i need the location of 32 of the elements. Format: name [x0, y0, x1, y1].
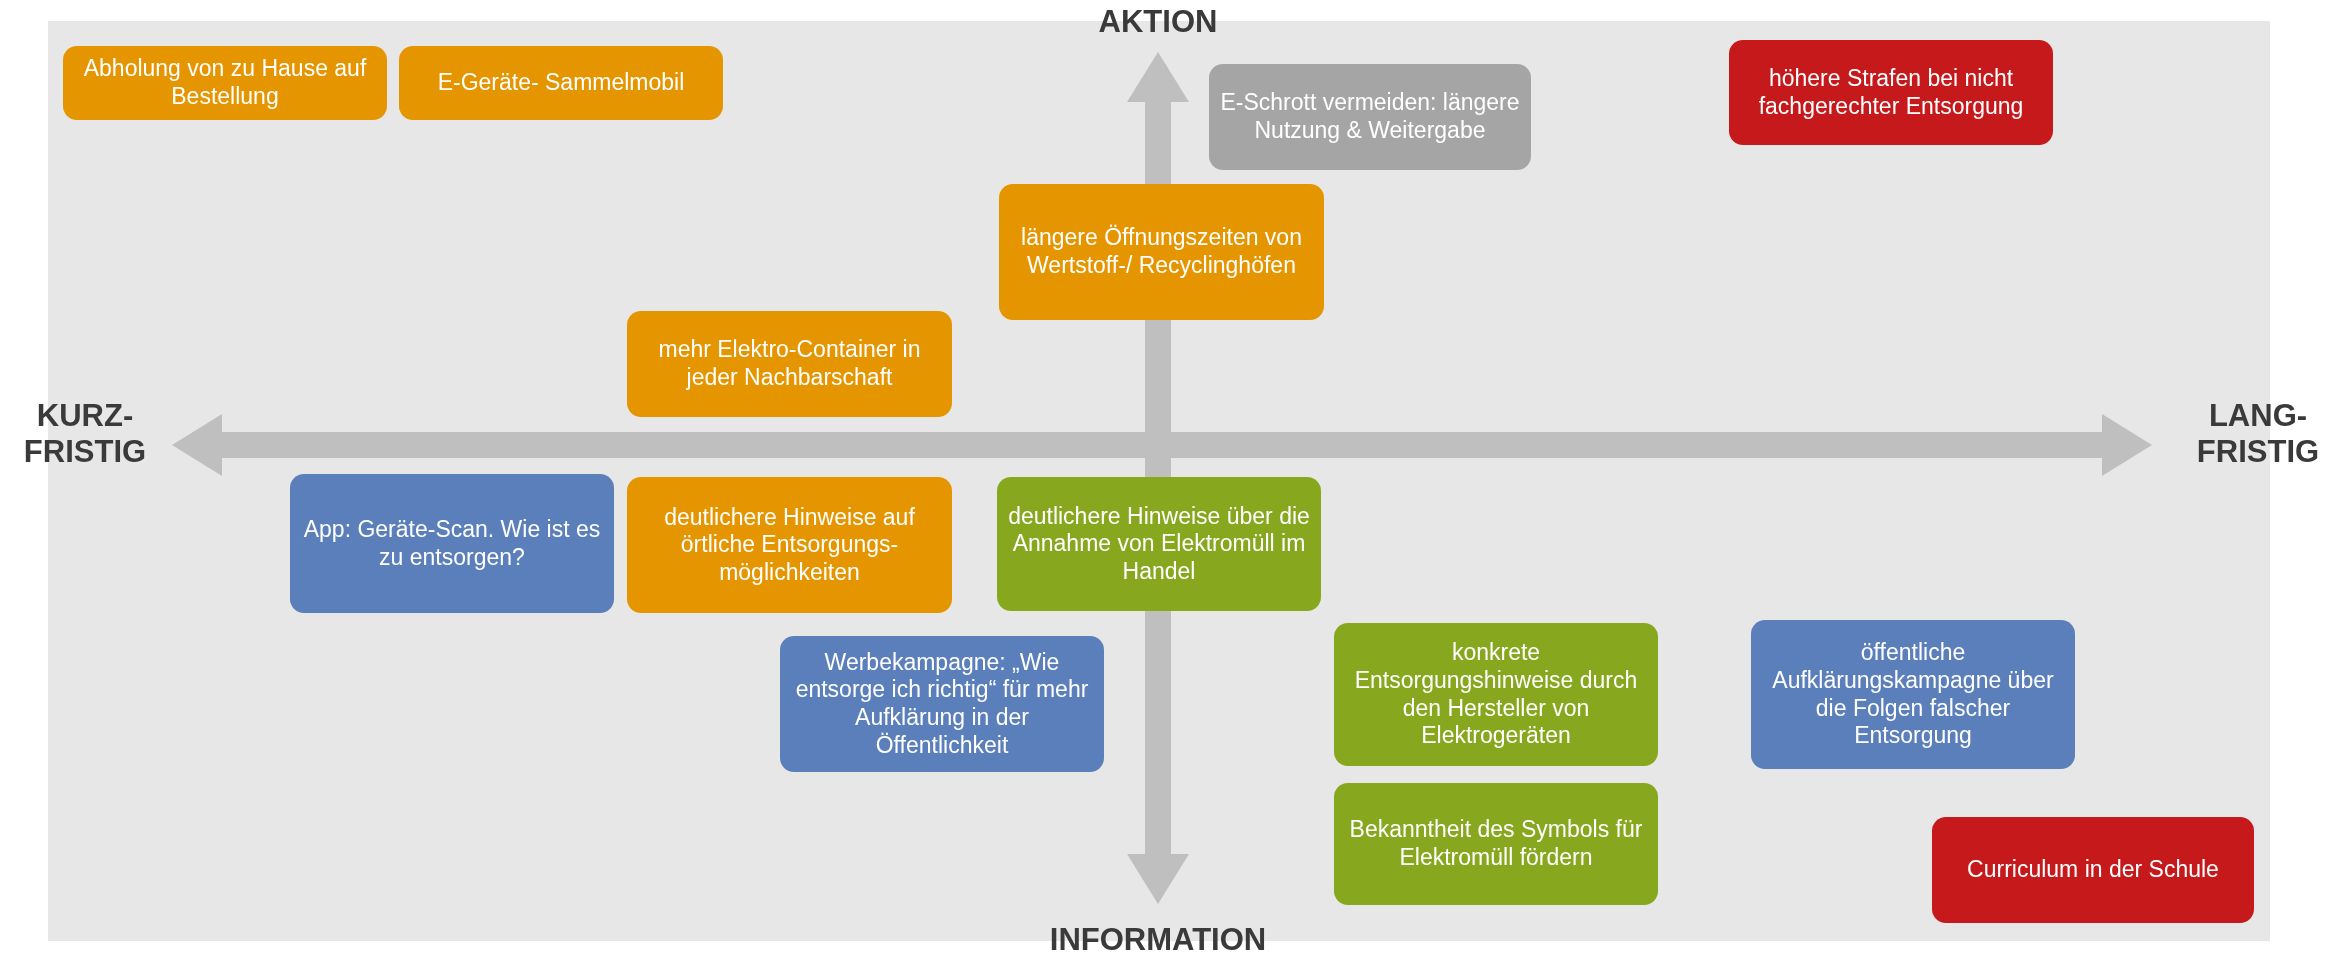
card-text: Werbekampagne: „Wie entsorge ich richtig“ für mehr Aufklärung in der Öffentlichkeit	[794, 648, 1090, 760]
card-text: deutlichere Hinweise über die Annahme von Elektromüll im Handel	[1007, 502, 1311, 586]
measure-card	[290, 474, 614, 613]
measure-card	[999, 184, 1324, 320]
measure-card	[63, 46, 387, 120]
axis-label: KURZ- FRISTIG	[22, 398, 148, 470]
card-text: Curriculum in der Schule	[1967, 856, 2219, 884]
card-text: App: Geräte-Scan. Wie ist es zu entsorgen?	[302, 515, 602, 572]
measure-card	[1209, 64, 1531, 170]
axis-label: LANG- FRISTIG	[2195, 398, 2321, 470]
card-text: längere Öffnungszeiten von Wertstoff-/ Recyclinghöfen	[1020, 224, 1303, 280]
measure-card	[997, 477, 1321, 611]
card-text: öffentliche Aufklärungskampagne über die Folgen falscher Entsorgung	[1771, 639, 2055, 750]
measure-card	[1334, 623, 1658, 766]
measure-card	[1729, 40, 2053, 145]
card-text: E-Schrott vermeiden: längere Nutzung & Weitergabe	[1219, 89, 1521, 145]
axis-label: INFORMATION	[1048, 922, 1268, 958]
measure-card	[780, 636, 1104, 772]
measure-card	[399, 46, 723, 120]
card-text: E-Geräte- Sammelmobil	[437, 69, 685, 97]
card-text: Abholung von zu Hause auf Bestellung	[82, 55, 368, 111]
axis-label: AKTION	[1097, 4, 1219, 40]
card-text: konkrete Entsorgungshinweise durch den Hersteller von Elektrogeräten	[1353, 639, 1639, 750]
measure-card	[1334, 783, 1658, 905]
measure-card	[627, 311, 952, 417]
measure-card	[1751, 620, 2075, 769]
measure-card	[627, 477, 952, 613]
card-text: Bekanntheit des Symbols für Elektromüll fördern	[1348, 816, 1644, 872]
card-text: mehr Elektro-Container in jeder Nachbarschaft	[657, 336, 922, 392]
card-text: höhere Strafen bei nicht fachgerechter Entsorgung	[1757, 64, 2025, 121]
measure-card	[1932, 817, 2254, 923]
card-text: deutlichere Hinweise auf örtliche Entsorgungs- möglichkeiten	[663, 503, 916, 587]
